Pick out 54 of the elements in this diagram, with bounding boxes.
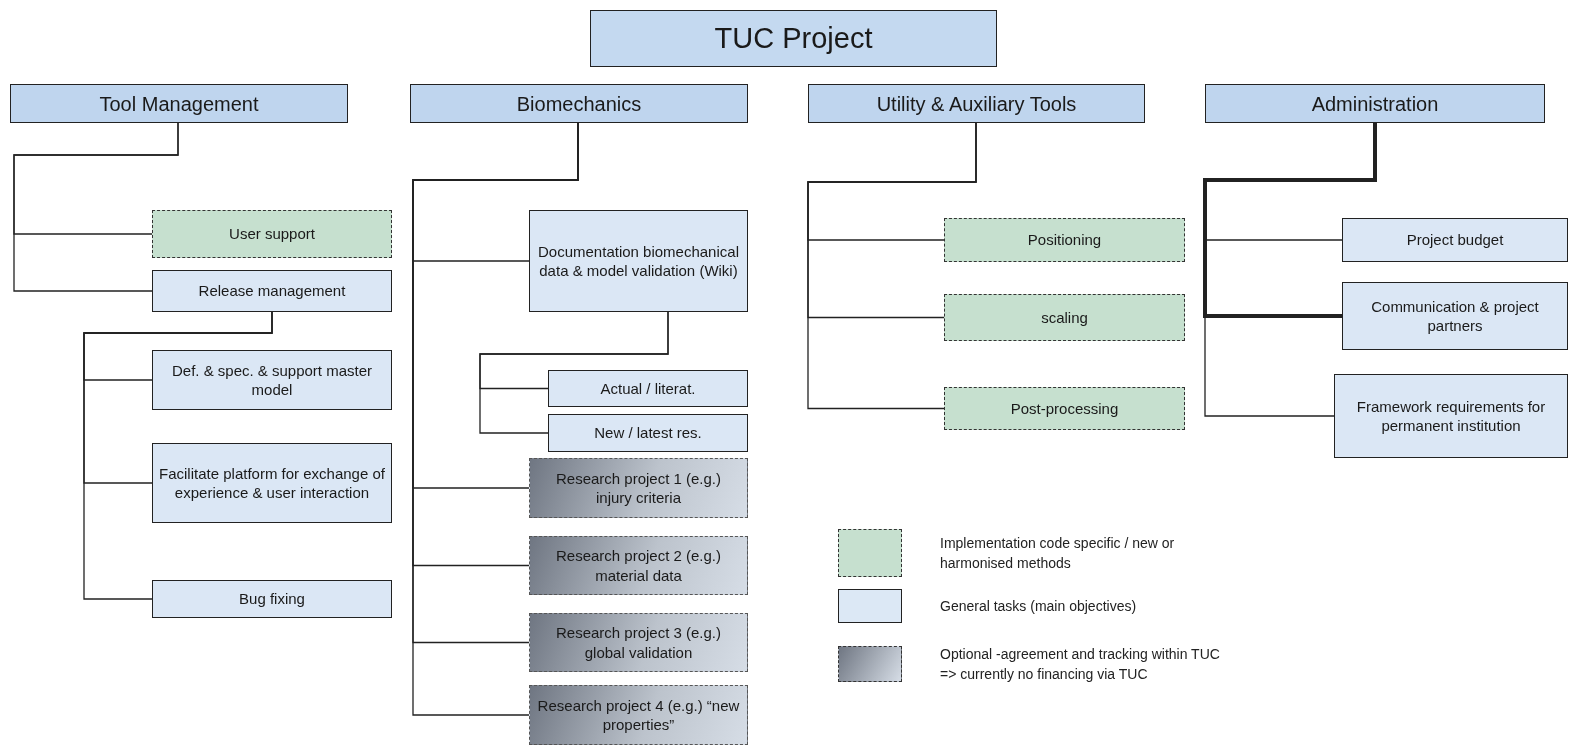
- implementation-box: [152, 210, 392, 258]
- node-label: Def. & spec. & support master model: [170, 360, 374, 400]
- task-box: [1342, 218, 1568, 262]
- node-label: Facilitate platform for exchange of experience & user interaction: [159, 463, 385, 503]
- category-box: [808, 84, 1145, 123]
- connector-line: [807, 122, 977, 410]
- node-label: Post-processing: [1010, 398, 1119, 419]
- connector-line: [13, 122, 179, 292]
- node-label: Research project 4 (e.g.) “new properties”: [536, 695, 741, 735]
- optional-box: [529, 458, 748, 518]
- node-label: Framework requirements for permanent institution: [1355, 396, 1547, 436]
- task-box: [1342, 282, 1568, 350]
- implementation-box: [944, 218, 1185, 262]
- title-box: [590, 10, 997, 67]
- task-box: [548, 414, 748, 452]
- node-label: Release management: [198, 281, 346, 301]
- category-box: [1205, 84, 1545, 123]
- node-label: Utility & Auxiliary Tools: [876, 91, 1077, 117]
- node-label: Documentation biomechanical data & model validation (Wiki): [537, 241, 740, 281]
- node-label: Communication & project partners: [1370, 296, 1540, 336]
- implementation-box: [944, 294, 1185, 341]
- node-label: scaling: [1041, 307, 1088, 328]
- node-label: Actual / literat.: [600, 378, 696, 399]
- legend-text: Optional -agreement and tracking within TUC => currently no financing via TUC: [940, 645, 1221, 685]
- optional-box: [529, 613, 748, 672]
- node-label: Administration: [1311, 91, 1439, 117]
- connector-line: [1203, 123, 1377, 318]
- task-box: [152, 443, 392, 523]
- task-box: [1334, 374, 1568, 458]
- node-label: Research project 3 (e.g.) global validation: [554, 623, 723, 662]
- connector-line: [83, 311, 273, 600]
- task-box: [529, 210, 748, 312]
- legend-text: General tasks (main objectives): [940, 596, 1138, 616]
- task-box: [548, 370, 748, 407]
- task-box: [152, 350, 392, 410]
- category-box: [410, 84, 748, 123]
- optional-box: [529, 536, 748, 595]
- node-label: Positioning: [1027, 230, 1102, 250]
- node-label: Project budget: [1406, 230, 1504, 250]
- node-label: Biomechanics: [516, 91, 642, 117]
- node-label: New / latest res.: [594, 423, 702, 443]
- connector-line: [479, 311, 669, 434]
- task-box: [152, 580, 392, 618]
- implementation-box: [944, 387, 1185, 430]
- node-label: Research project 1 (e.g.) injury criteria: [554, 468, 723, 508]
- legend-text: Implementation code specific / new or harmonised methods: [940, 533, 1176, 573]
- node-label: User support: [229, 224, 315, 244]
- node-label: TUC Project: [714, 20, 873, 56]
- task-box: [152, 270, 392, 312]
- node-label: Research project 2 (e.g.) material data: [554, 546, 723, 585]
- category-box: [10, 84, 348, 123]
- node-label: Bug fixing: [239, 589, 305, 609]
- optional-box: [529, 685, 748, 745]
- node-label: Tool Management: [99, 91, 259, 117]
